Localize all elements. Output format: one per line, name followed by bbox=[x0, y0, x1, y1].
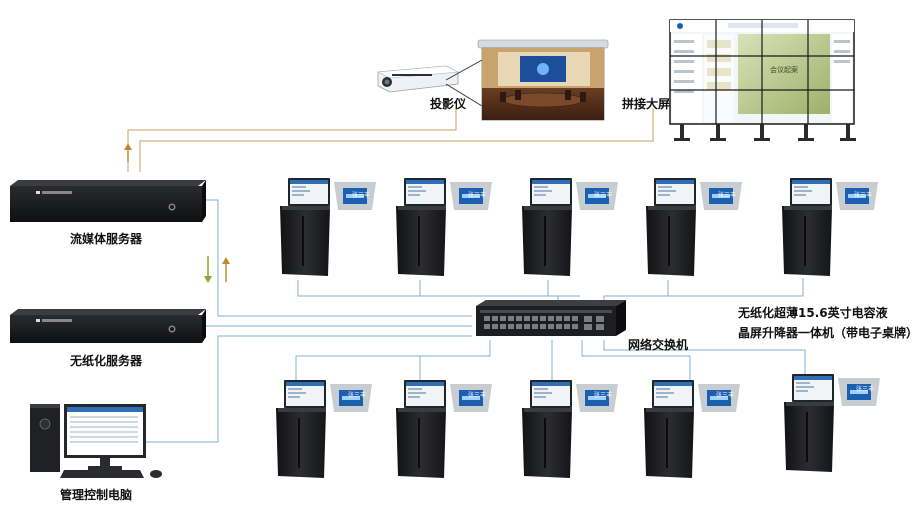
streaming-server bbox=[10, 180, 206, 222]
network-lines bbox=[146, 199, 806, 443]
nameplate-text: 张三丰 bbox=[352, 191, 370, 199]
network-switch-label: 网络交换机 bbox=[628, 338, 689, 352]
projection-screen bbox=[477, 39, 609, 121]
arrow-up-icon bbox=[124, 143, 132, 150]
data-flow-arrows bbox=[204, 256, 230, 283]
arrow-up-icon bbox=[222, 257, 230, 264]
paperless-server bbox=[10, 309, 206, 343]
video-wall-caption: 会议起案 bbox=[770, 65, 798, 74]
arrow-down-icon bbox=[204, 276, 212, 283]
terminal-desc-line1: 无纸化超薄15.6英寸电容液 bbox=[738, 306, 888, 320]
line-server-to-videowall bbox=[139, 108, 654, 172]
line-pc-to-switch bbox=[146, 335, 472, 443]
nameplate-text: 张三丰 bbox=[718, 191, 736, 199]
video-wall-label: 拼接大屏 bbox=[622, 97, 671, 111]
projector-device bbox=[376, 59, 483, 107]
line-server-to-projector bbox=[127, 106, 457, 172]
network-switch bbox=[476, 300, 626, 336]
nameplate-text: 张三丰 bbox=[348, 391, 366, 399]
video-wall bbox=[669, 19, 856, 141]
admin-pc bbox=[30, 404, 162, 478]
nameplate-text: 张三丰 bbox=[468, 191, 486, 199]
nameplate-text: 张三丰 bbox=[594, 191, 612, 199]
nameplate-text: 张三丰 bbox=[856, 385, 874, 393]
nameplate-text: 张三丰 bbox=[594, 391, 612, 399]
terminal-desc-line2: 晶屏升降器一体机（带电子桌牌） bbox=[738, 326, 919, 340]
terminal-row-bottom bbox=[276, 374, 880, 478]
line-streaming-to-switch bbox=[205, 199, 472, 317]
nameplate-captions: 张三丰 张三丰 张三丰 张三丰 张三丰 张三丰 张三丰 张三丰 张三丰 张三丰 bbox=[348, 191, 874, 399]
nameplate-text: 张三丰 bbox=[854, 191, 872, 199]
paperless-server-label: 无纸化服务器 bbox=[70, 354, 143, 368]
nameplate-text: 张三丰 bbox=[716, 391, 734, 399]
admin-pc-label: 管理控制电脑 bbox=[60, 488, 133, 502]
streaming-server-label: 流媒体服务器 bbox=[70, 232, 143, 246]
nameplate-text: 张三丰 bbox=[468, 391, 486, 399]
projector-label: 投影仪 bbox=[430, 97, 467, 111]
